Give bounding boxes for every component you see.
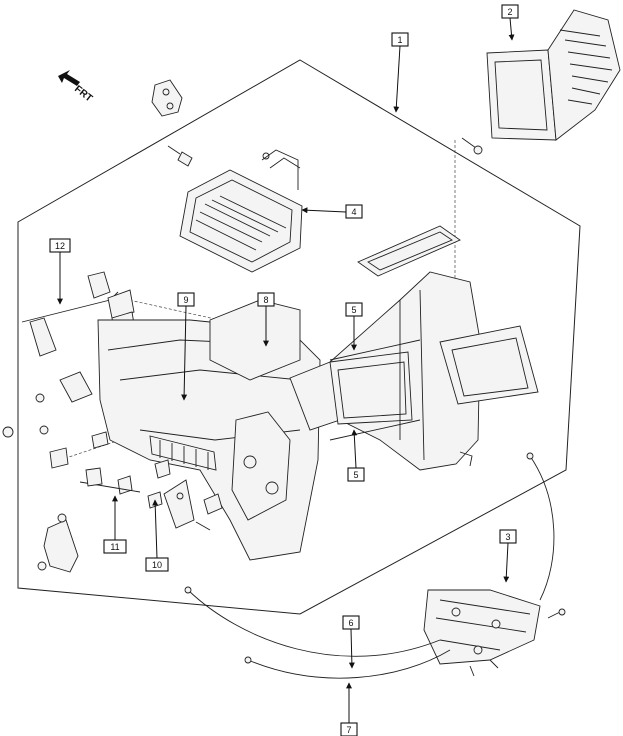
grommet-clip — [151, 79, 183, 117]
air-duct — [486, 9, 621, 141]
callout-10: 10 — [145, 557, 169, 572]
callout-11: 11 — [103, 539, 127, 554]
callout-12: 12 — [49, 238, 71, 253]
front-direction-label: FRT — [72, 84, 94, 105]
cable-end-2 — [244, 656, 252, 664]
screw — [461, 137, 483, 155]
callout-3-label: 3 — [505, 532, 510, 542]
control-cable-right — [529, 455, 555, 601]
callout-5-upper-label: 5 — [351, 305, 356, 315]
front-arrow-icon — [58, 70, 80, 86]
callout-5-upper: 5 — [345, 302, 363, 317]
callout-8: 8 — [257, 292, 275, 307]
callout-5-lower: 5 — [347, 467, 365, 482]
callout-9-label: 9 — [183, 295, 188, 305]
callout-4: 4 — [345, 204, 363, 219]
callout-7: 7 — [340, 722, 358, 736]
link-lever — [163, 479, 211, 531]
heater-core — [179, 149, 303, 273]
callout-8-label: 8 — [263, 295, 268, 305]
heater-control-assembly — [423, 589, 566, 677]
fasteners-left — [2, 371, 223, 515]
evaporator-case — [289, 225, 539, 471]
callout-5-lower-label: 5 — [353, 470, 358, 480]
callout-6: 6 — [342, 615, 360, 630]
leader-lines — [57, 17, 515, 723]
callout-7-label: 7 — [346, 725, 351, 735]
screw-2 — [167, 145, 193, 167]
callout-10-label: 10 — [152, 560, 162, 570]
callout-9: 9 — [177, 292, 195, 307]
control-cable-upper — [187, 589, 441, 657]
cable-end-3 — [526, 452, 534, 460]
alignment-guide — [59, 140, 456, 461]
callout-11-label: 11 — [110, 542, 119, 552]
assembly-outline — [17, 59, 581, 615]
callout-3: 3 — [499, 529, 517, 544]
cable-end — [184, 586, 192, 594]
linkage-rod-lower — [37, 467, 141, 573]
callout-2-label: 2 — [507, 7, 512, 17]
callout-2: 2 — [501, 4, 519, 19]
callout-4-label: 4 — [351, 207, 356, 217]
callout-6-label: 6 — [348, 618, 353, 628]
heater-case — [97, 299, 321, 561]
front-direction-indicator: FRT — [58, 70, 94, 104]
seal-edge — [329, 339, 421, 441]
callout-1-label: 1 — [397, 35, 402, 45]
control-cable-lower — [247, 649, 451, 679]
callout-12-label: 12 — [55, 241, 65, 251]
callout-1: 1 — [391, 32, 409, 47]
